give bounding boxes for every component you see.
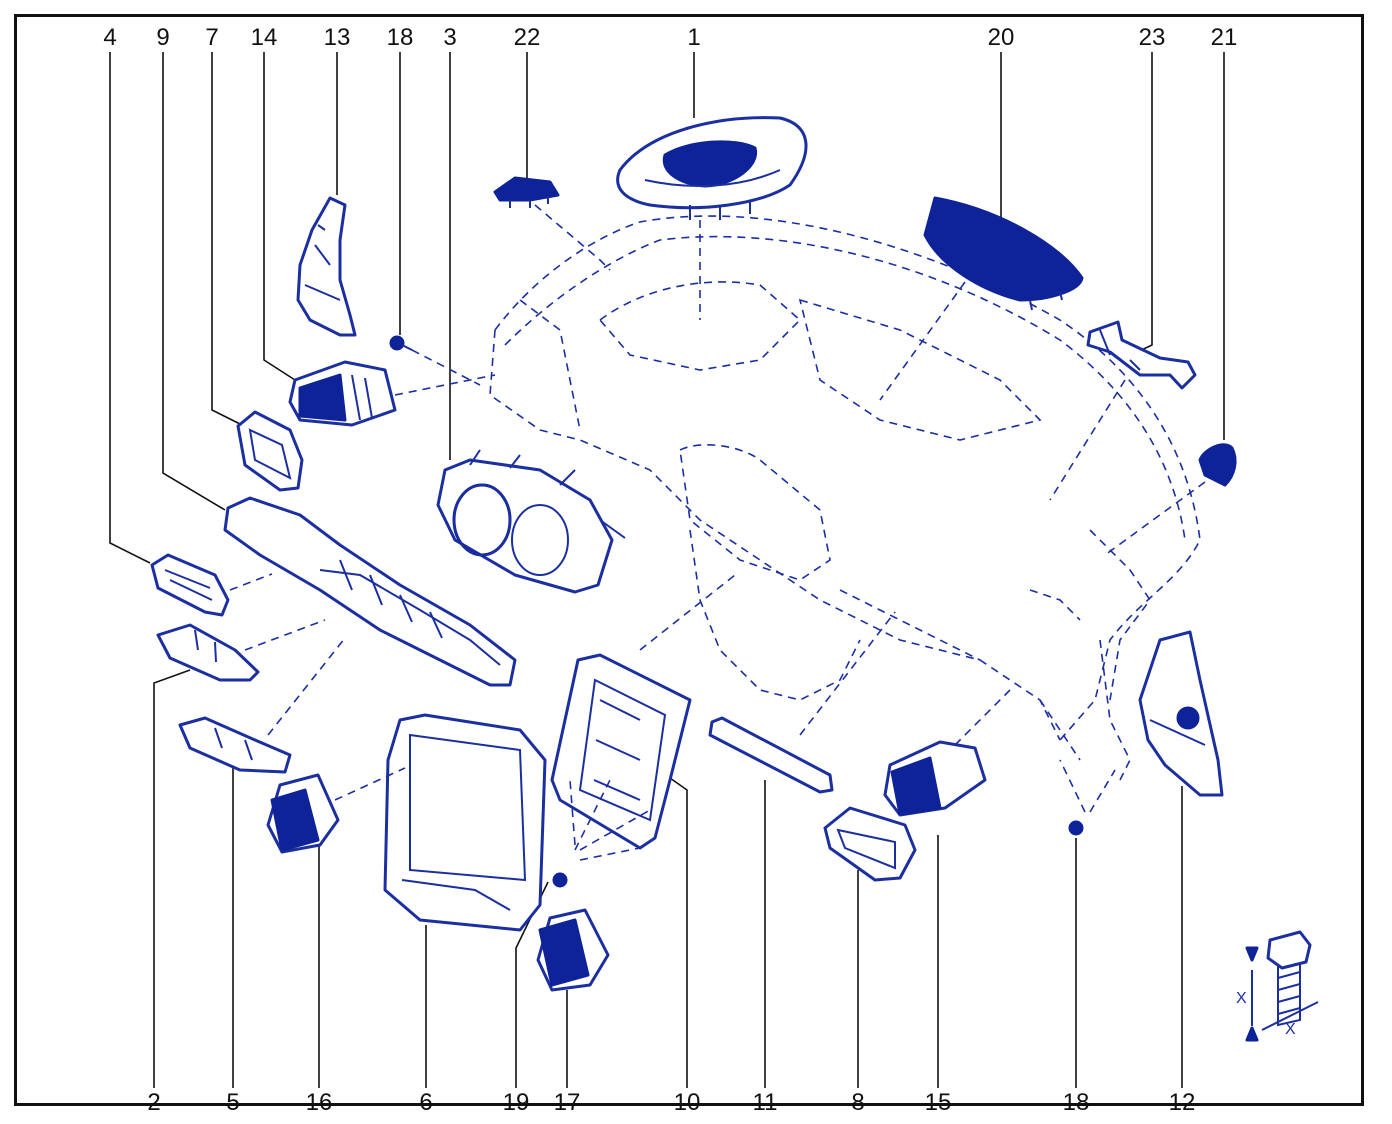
callout-top-9: 1 [687,24,700,51]
callout-bottom-1: 2 [147,1089,160,1116]
callout-top-10: 20 [988,24,1015,51]
callout-bottom-7: 10 [674,1089,701,1116]
part-9-lower-trim-panel [223,496,517,687]
part-17-center-vent-right [536,908,610,992]
part-18-screw-right [1068,820,1084,836]
callout-bottom-4: 6 [419,1089,432,1116]
legend-dim-horizontal: X [1285,1021,1296,1038]
part-19-clip [552,872,568,888]
callout-top-12: 21 [1211,24,1238,51]
callout-bottom-5: 19 [503,1089,530,1116]
top-callouts: 4 9 7 14 13 18 3 22 1 20 23 21 [103,24,1237,51]
callout-bottom-12: 12 [1169,1089,1196,1116]
callout-bottom-9: 8 [851,1089,864,1116]
part-3-instrument-cluster [436,449,626,594]
fastener-torque-legend: X X [1236,930,1319,1042]
callout-bottom-6: 17 [554,1089,581,1116]
callout-bottom-11: 18 [1063,1089,1090,1116]
part-4-switch-panel [150,553,230,617]
part-21-end-cap [1198,443,1237,487]
callout-top-3: 7 [205,24,218,51]
part-6-center-stack-bezel [383,713,547,932]
part-15-air-vent-right [883,740,987,817]
part-8-vent-bezel-right [823,806,917,882]
callout-top-5: 13 [324,24,351,51]
callout-bottom-3: 16 [306,1089,333,1116]
part-7-vent-bezel [236,410,304,492]
part-14-air-vent-left [288,360,397,427]
part-2-trim-strip [156,623,260,682]
callout-bottom-10: 15 [925,1089,952,1116]
bottom-callouts: 2 5 16 6 19 17 10 11 8 15 18 12 [147,1089,1195,1116]
part-1-instrument-hood [616,116,808,220]
part-5-lower-trim-strip [178,716,292,774]
part-13-side-trim [296,196,357,337]
callout-bottom-8: 11 [753,1089,778,1116]
part-16-center-vent-left [266,773,340,854]
callout-top-6: 18 [387,24,414,51]
callout-top-4: 14 [251,24,278,51]
part-23-bracket [1086,320,1197,390]
part-11-long-trim-strip [708,716,834,794]
callout-top-11: 23 [1139,24,1166,51]
part-12-side-trim-right [1138,630,1224,797]
callout-bottom-2: 5 [226,1089,239,1116]
assembly-arrows [229,204,1206,861]
part-22-cap [493,176,560,208]
part-18-screw [389,335,413,351]
callout-top-1: 4 [103,24,116,51]
part-10-center-bracket [550,653,692,850]
legend-dim-vertical: X [1236,990,1247,1007]
callout-top-7: 3 [443,24,456,51]
part-20-upper-trim-panel [923,196,1084,311]
leader-lines [109,52,1225,1088]
callout-top-2: 9 [156,24,169,51]
callout-top-8: 22 [514,24,541,51]
